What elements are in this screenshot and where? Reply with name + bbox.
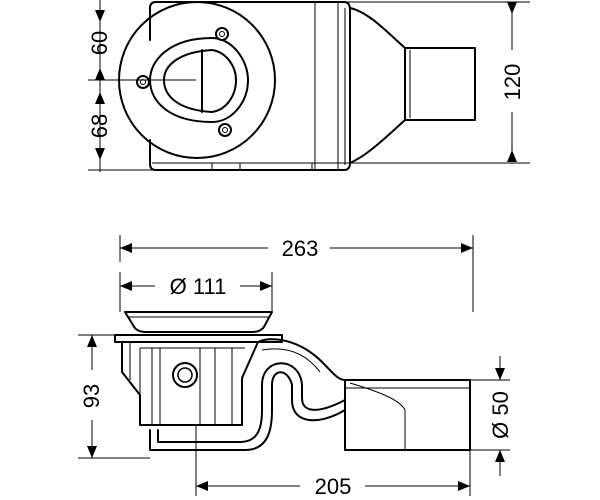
side-flange bbox=[114, 334, 283, 343]
dim-label: 205 bbox=[315, 474, 352, 499]
dim-label: Ø 50 bbox=[488, 391, 513, 439]
dim-overall-height: 93 bbox=[78, 334, 150, 459]
top-grate-inner bbox=[163, 49, 237, 113]
side-trap-top bbox=[257, 338, 346, 381]
top-outlet-taper bbox=[349, 7, 406, 164]
side-trap-inner bbox=[157, 362, 346, 443]
dim-top-front: 60 bbox=[87, 0, 196, 81]
dim-pipe-diameter: Ø 50 bbox=[470, 356, 513, 476]
screw-icon bbox=[218, 123, 232, 137]
top-housing bbox=[149, 1, 351, 171]
side-grate bbox=[124, 311, 273, 333]
dim-label: 68 bbox=[87, 114, 112, 138]
trap-line bbox=[261, 348, 321, 373]
top-view bbox=[118, 1, 476, 171]
dim-overall-length: 263 bbox=[119, 235, 474, 312]
dim-top-rear: 68 bbox=[87, 80, 152, 172]
side-view bbox=[114, 311, 471, 451]
screw-icon bbox=[136, 75, 150, 89]
side-trap-outer bbox=[149, 371, 346, 451]
dim-top-outlet: 120 bbox=[345, 1, 530, 164]
dim-label: 263 bbox=[282, 236, 319, 261]
top-grate-outer bbox=[149, 37, 249, 123]
dim-label: 93 bbox=[79, 384, 104, 408]
dim-label: Ø 111 bbox=[170, 274, 227, 299]
side-outlet-pipe bbox=[344, 379, 471, 451]
side-body bbox=[121, 341, 259, 426]
dim-grate-diameter: Ø 111 bbox=[119, 272, 273, 312]
dim-label: 120 bbox=[500, 64, 525, 101]
screw-icon bbox=[215, 27, 229, 41]
pipe-line bbox=[349, 382, 406, 411]
side-port-icon bbox=[172, 362, 198, 388]
dim-outlet-offset: 205 bbox=[195, 425, 471, 499]
top-outlet-pipe bbox=[404, 47, 476, 121]
dim-label: 60 bbox=[87, 31, 112, 55]
